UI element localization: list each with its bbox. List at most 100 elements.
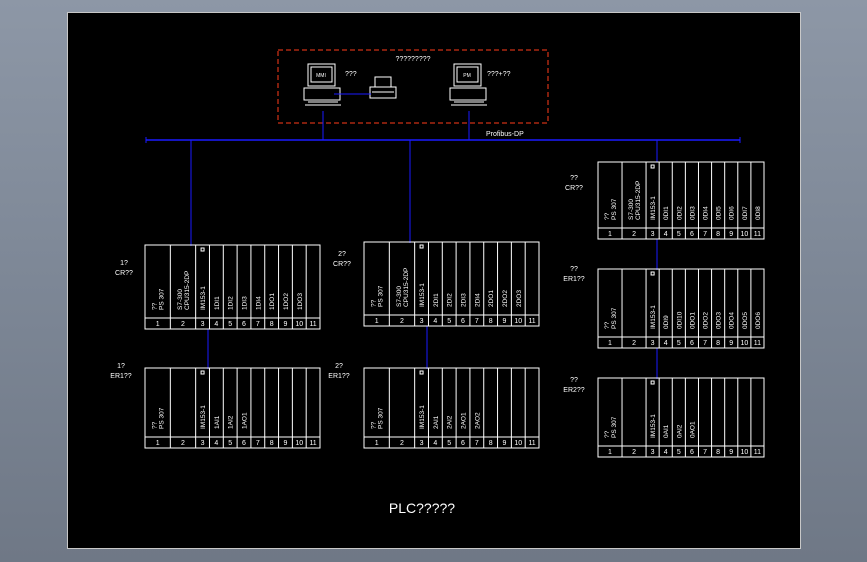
slot-number: 7 bbox=[256, 321, 260, 328]
module-label: 2AI2 bbox=[447, 415, 454, 429]
module-label: S7-300 bbox=[628, 199, 635, 220]
slot-number: 5 bbox=[677, 449, 681, 456]
slot-number: 3 bbox=[651, 231, 655, 238]
module-label: 0DO5 bbox=[742, 312, 749, 329]
rack-label: 2? bbox=[338, 251, 346, 258]
rack-frame bbox=[597, 268, 765, 349]
slot-number: 2 bbox=[181, 321, 185, 328]
plc-network-diagram: ????????? ??? ???+?? MMI PM bbox=[110, 49, 765, 516]
pc-right-screen: PM bbox=[463, 73, 471, 79]
module-label: IM153-1 bbox=[650, 414, 657, 438]
slot-number: 11 bbox=[309, 321, 316, 328]
slot-number: 11 bbox=[528, 318, 535, 325]
computer-left-icon bbox=[303, 63, 341, 106]
slot-number: 6 bbox=[461, 440, 465, 447]
rack-label: ER1?? bbox=[328, 373, 350, 380]
module-label: IM153-1 bbox=[650, 196, 657, 220]
module-label: 2DI1 bbox=[433, 293, 440, 307]
slot-number: 11 bbox=[528, 440, 535, 447]
module-label: 0DI7 bbox=[742, 206, 749, 220]
rack-frame bbox=[597, 161, 765, 240]
module-label: 2AI1 bbox=[433, 415, 440, 429]
slot-number: 10 bbox=[514, 318, 522, 325]
printer-icon bbox=[369, 76, 397, 99]
operator-station-box bbox=[277, 49, 549, 124]
interface-connector-icon bbox=[419, 244, 424, 249]
slot-number: 7 bbox=[475, 440, 479, 447]
station-title: ????????? bbox=[395, 56, 430, 63]
module-label: 2DO3 bbox=[516, 290, 523, 307]
module-label: PS 307 bbox=[611, 307, 618, 329]
rack-frame bbox=[144, 367, 321, 449]
pc-left-screen: MMI bbox=[316, 73, 326, 79]
module-label: 2AO1 bbox=[461, 412, 468, 429]
rack-label: ?? bbox=[570, 266, 578, 273]
rack-frame bbox=[363, 367, 540, 449]
module-label: 0AO1 bbox=[689, 421, 696, 438]
slot-number: 1 bbox=[608, 231, 612, 238]
slot-number: 1 bbox=[375, 440, 379, 447]
rack-label: 2? bbox=[335, 363, 343, 370]
module-label: IM153-1 bbox=[419, 405, 426, 429]
slot-number: 3 bbox=[420, 440, 424, 447]
slot-number: 4 bbox=[664, 231, 668, 238]
module-label: 2DI2 bbox=[447, 293, 454, 307]
slot-number: 4 bbox=[214, 440, 218, 447]
slot-number: 9 bbox=[503, 440, 507, 447]
module-label: 1DO2 bbox=[283, 293, 290, 310]
interface-connector-icon bbox=[650, 380, 655, 385]
module-label: 1AI2 bbox=[228, 415, 235, 429]
module-label: 2DI3 bbox=[461, 293, 468, 307]
slot-number: 3 bbox=[651, 340, 655, 347]
module-label: PS 307 bbox=[611, 198, 618, 220]
slot-number: 9 bbox=[729, 340, 733, 347]
slot-number: 11 bbox=[754, 340, 761, 347]
slot-number: 6 bbox=[461, 318, 465, 325]
slot-number: 9 bbox=[284, 321, 288, 328]
slot-number: 5 bbox=[447, 440, 451, 447]
module-label: 0DI6 bbox=[729, 206, 736, 220]
slot-number: 1 bbox=[156, 440, 160, 447]
module-label: IM153-1 bbox=[650, 305, 657, 329]
computer-right-icon bbox=[449, 63, 487, 106]
rack-frame bbox=[363, 241, 540, 327]
module-label: ?? bbox=[371, 299, 378, 307]
module-label: 0DI9 bbox=[663, 315, 670, 329]
slot-number: 5 bbox=[447, 318, 451, 325]
slot-number: 4 bbox=[433, 440, 437, 447]
slot-number: 2 bbox=[400, 440, 404, 447]
drawing-sheet: ????????? ??? ???+?? MMI PM bbox=[67, 12, 801, 549]
rack-label: CR?? bbox=[115, 270, 133, 277]
module-label: IM153-1 bbox=[200, 405, 207, 429]
interface-connector-icon bbox=[200, 247, 205, 252]
interface-connector-icon bbox=[650, 164, 655, 169]
module-label: 0DI4 bbox=[703, 206, 710, 220]
slot-number: 3 bbox=[651, 449, 655, 456]
module-label: CPU315-2DP bbox=[635, 181, 642, 220]
module-label: ?? bbox=[604, 321, 611, 329]
slot-number: 3 bbox=[420, 318, 424, 325]
slot-number: 7 bbox=[256, 440, 260, 447]
slot-number: 6 bbox=[690, 340, 694, 347]
rack-label: ?? bbox=[570, 377, 578, 384]
module-label: 2DO1 bbox=[488, 290, 495, 307]
slot-number: 10 bbox=[514, 440, 522, 447]
slot-number: 6 bbox=[690, 449, 694, 456]
slot-number: 8 bbox=[716, 340, 720, 347]
module-label: 2AO2 bbox=[474, 412, 481, 429]
module-label: 1DO1 bbox=[269, 293, 276, 310]
slot-number: 6 bbox=[690, 231, 694, 238]
module-label: ?? bbox=[604, 212, 611, 220]
slot-number: 1 bbox=[608, 340, 612, 347]
module-label: 1DI3 bbox=[242, 296, 249, 310]
module-label: 0DI3 bbox=[689, 206, 696, 220]
slot-number: 5 bbox=[228, 440, 232, 447]
slot-number: 1 bbox=[156, 321, 160, 328]
slot-number: 7 bbox=[475, 318, 479, 325]
module-label: ?? bbox=[371, 421, 378, 429]
